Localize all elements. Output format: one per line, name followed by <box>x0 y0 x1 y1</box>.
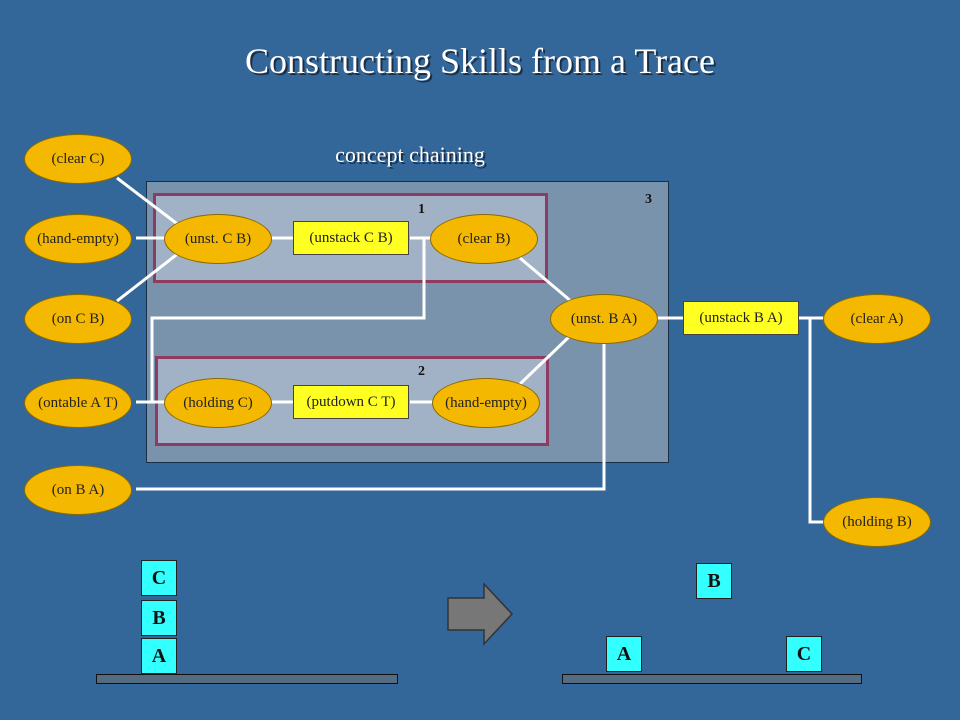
block-after-right: C <box>786 636 822 672</box>
condition-holding-b: (holding B) <box>823 497 931 547</box>
table-after <box>562 674 862 684</box>
condition-ontable-a-t: (ontable A T) <box>24 378 132 428</box>
right-arrow-icon <box>447 582 514 646</box>
condition-clear-b: (clear B) <box>430 214 538 264</box>
block-after-left: A <box>606 636 642 672</box>
condition-hand-empty-right: (hand-empty) <box>432 378 540 428</box>
block-before-top: C <box>141 560 177 596</box>
group-label-2: 2 <box>418 364 425 379</box>
action-putdown-c-t: (putdown C T) <box>293 385 409 419</box>
condition-on-b-a: (on B A) <box>24 465 132 515</box>
skill-unst-b-a: (unst. B A) <box>550 294 658 344</box>
block-before-middle: B <box>141 600 177 636</box>
condition-holding-c: (holding C) <box>164 378 272 428</box>
condition-on-c-b: (on C B) <box>24 294 132 344</box>
slide-title: Constructing Skills from a Trace <box>245 41 715 81</box>
table-before <box>96 674 398 684</box>
group-label-1: 1 <box>418 202 425 217</box>
condition-hand-empty: (hand-empty) <box>24 214 132 264</box>
action-unstack-c-b: (unstack C B) <box>293 221 409 255</box>
condition-clear-c: (clear C) <box>24 134 132 184</box>
condition-clear-a: (clear A) <box>823 294 931 344</box>
action-unstack-b-a: (unstack B A) <box>683 301 799 335</box>
skill-unst-c-b: (unst. C B) <box>164 214 272 264</box>
wire-holding-b <box>808 318 826 524</box>
wire-clear-b-unst-ba <box>519 256 573 304</box>
wire-to-holding-c <box>150 238 426 404</box>
block-before-bottom: A <box>141 638 177 674</box>
group-label-3: 3 <box>645 192 652 207</box>
diagram-subtitle: concept chaining <box>335 142 485 167</box>
wire-clear-c <box>116 176 181 228</box>
block-after-held: B <box>696 563 732 599</box>
wire-handempty-unst-ba <box>518 332 574 386</box>
wire-on-c-b <box>116 250 181 303</box>
wire-on-b-a <box>136 344 606 491</box>
